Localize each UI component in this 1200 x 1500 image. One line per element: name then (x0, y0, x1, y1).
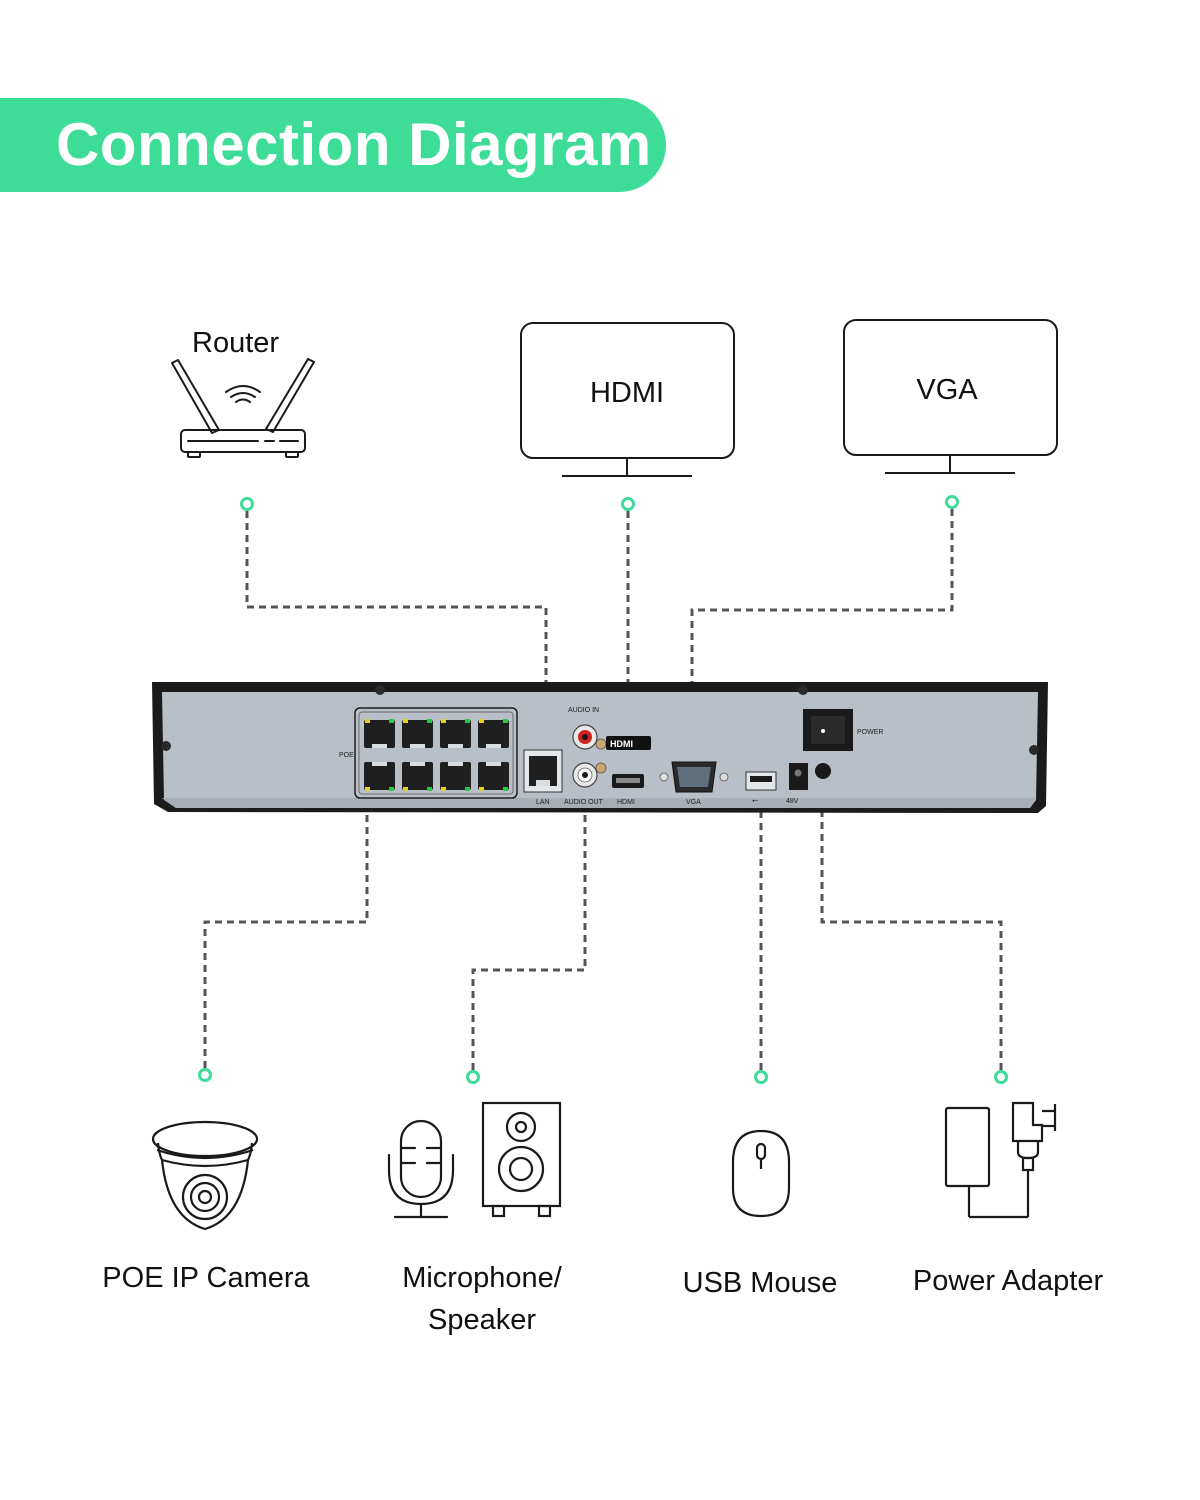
connector-dot (466, 1070, 480, 1084)
mic-speaker-label-line2: Speaker (427, 1304, 536, 1336)
connector-dot (994, 1070, 1008, 1084)
microphone-icon (387, 1119, 455, 1219)
hdmi-port-label: HDMI (617, 799, 635, 806)
mic-speaker-label-line1: Microphone/ (402, 1262, 562, 1294)
vga-monitor-label: VGA (916, 374, 978, 406)
dome-camera-icon (151, 1120, 259, 1231)
nvr-back-panel: POE LAN AUDIO IN AUDIO OUT HDMI (152, 682, 1048, 813)
mouse-icon (731, 1129, 791, 1218)
poe-ports: POE (339, 707, 518, 799)
router-icon (171, 358, 315, 458)
power-adapter-icon (944, 1101, 1057, 1219)
dc-port-label: 48V (786, 798, 799, 805)
vga-port: VGA (659, 761, 729, 806)
connector-dot (621, 497, 635, 511)
monitor-icon (520, 322, 735, 477)
mouse-label: USB Mouse (682, 1267, 838, 1299)
audio-out-label: AUDIO OUT (564, 799, 604, 806)
lan-port: LAN (523, 749, 563, 806)
connector-dot (754, 1070, 768, 1084)
hdmi-monitor-label: HDMI (589, 377, 665, 409)
connector-dot (945, 495, 959, 509)
power-connector (820, 768, 1003, 1070)
page-title: Connection Diagram (56, 111, 652, 178)
poe-port-label: POE (339, 752, 354, 759)
power-switch-label: POWER (857, 729, 883, 736)
speaker-icon (481, 1101, 562, 1218)
connector-dot (198, 1068, 212, 1082)
power-adapter-label: Power Adapter (912, 1265, 1104, 1297)
camera-label: POE IP Camera (102, 1262, 310, 1294)
connector-dot (240, 497, 254, 511)
router-label: Router (192, 327, 280, 359)
dc-port: 48V (786, 763, 831, 805)
monitor-icon (843, 319, 1058, 474)
power-switch: POWER (803, 709, 883, 751)
usb-symbol-icon: ⭠ (752, 796, 759, 805)
camera-connector (203, 788, 369, 1068)
title-banner (0, 98, 666, 192)
usb-port: ⭠ (745, 771, 777, 805)
connector-dots (198, 495, 1008, 1084)
audio-connector (471, 780, 587, 1070)
hdmi-port: HDMI HDMI (606, 736, 651, 806)
audio-in-label: AUDIO IN (568, 707, 599, 714)
hdmi-logo-text: HDMI (610, 739, 633, 749)
vga-port-label: VGA (686, 799, 701, 806)
lan-port-label: LAN (536, 799, 550, 806)
